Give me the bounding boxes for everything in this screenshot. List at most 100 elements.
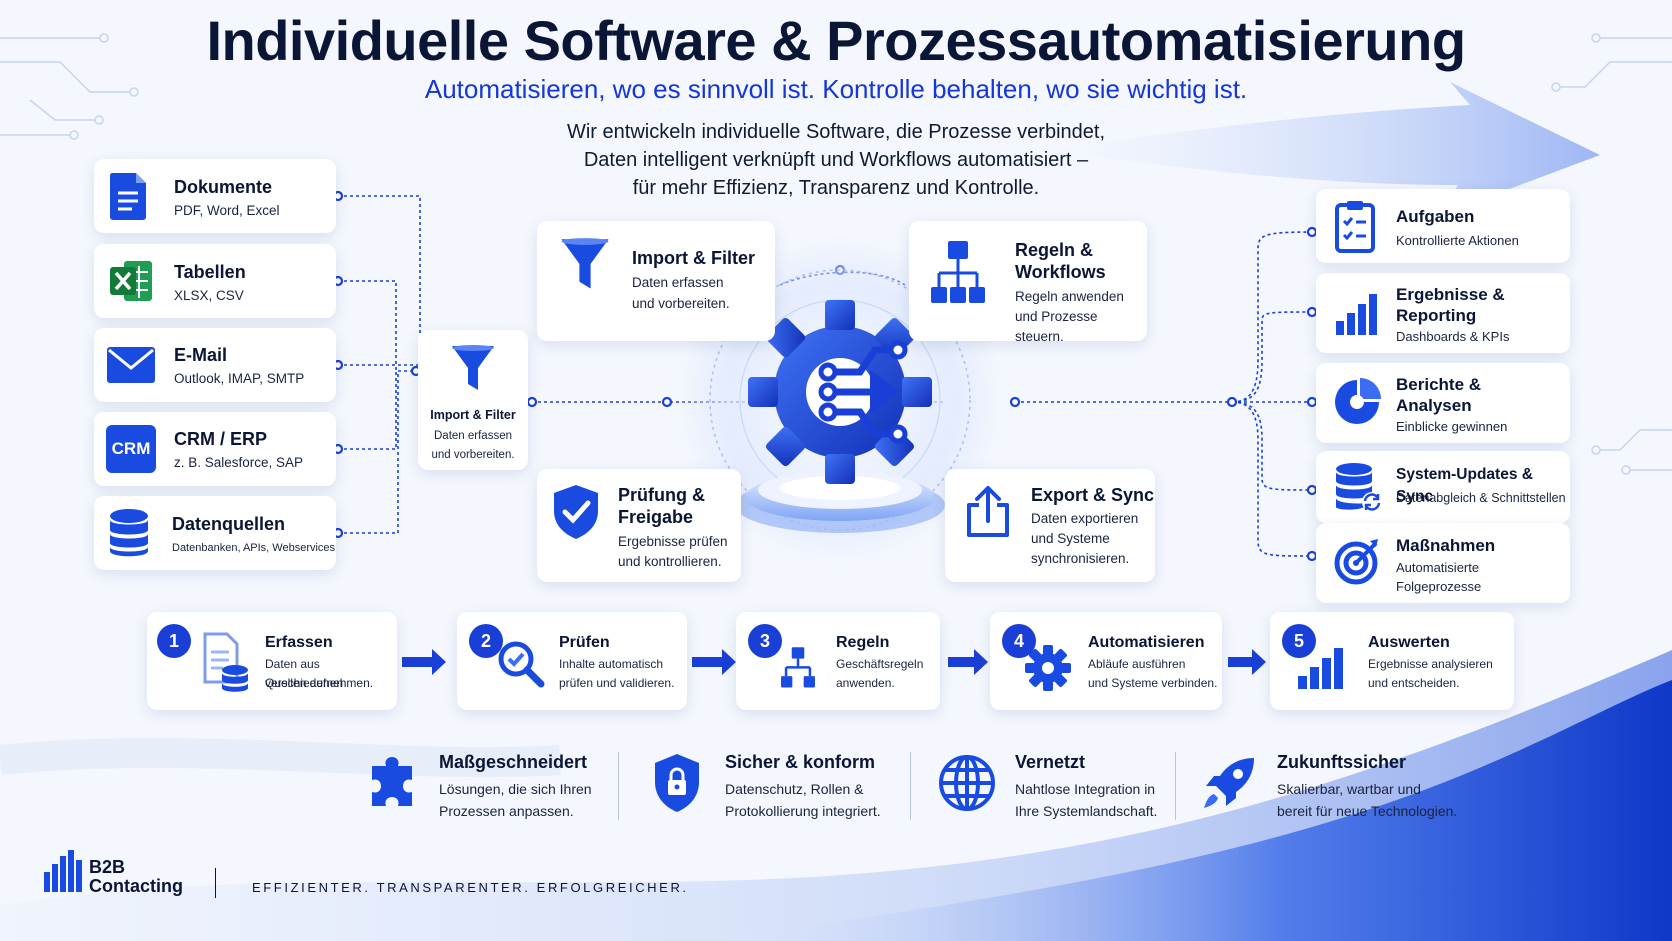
bar-chart-icon <box>1336 294 1377 335</box>
feature-title: Sicher & konform <box>725 752 876 772</box>
center-subtitle-line: und vorbereiten. <box>632 296 730 311</box>
center-card-import-filter: Import & Filter Daten erfassen und vorbe… <box>537 221 775 341</box>
output-card-massnahmen: Maßnahmen Automatisierte Folgeprozesse <box>1316 523 1570 603</box>
center-title-line: Regeln & <box>1015 240 1094 260</box>
checklist-icon <box>1335 201 1375 253</box>
intro-line: Wir entwickeln individuelle Software, di… <box>566 121 1106 143</box>
feature-sicher-konform: Sicher & konform Datenschutz, Rollen & P… <box>652 748 902 828</box>
output-subtitle-line: Einblicke gewinnen <box>1396 419 1508 434</box>
center-card-regeln-workflows: Regeln & Workflows Regeln anwenden und P… <box>909 221 1147 344</box>
pie-chart-icon <box>1335 378 1381 424</box>
filter-icon <box>561 238 609 289</box>
step-card-erfassen: 1 Erfassen Daten aus verschiedenen Quell… <box>147 612 397 710</box>
gear-icon <box>1025 645 1071 691</box>
hub-card-import-filter: Import & Filter Daten erfassen und vorbe… <box>418 330 528 470</box>
center-subtitle-line: Ergebnisse prüfen <box>618 534 728 549</box>
feature-subtitle-line: Nahtlose Integration in <box>1015 781 1156 797</box>
logo-text-line: Contacting <box>89 876 183 896</box>
center-title: Import & Filter <box>632 248 756 268</box>
source-card-tabellen: Tabellen XLSX, CSV <box>94 244 336 318</box>
feature-subtitle-line: Lösungen, die sich Ihren <box>439 781 592 797</box>
logo-bars-icon <box>44 850 82 892</box>
source-subtitle: Outlook, IMAP, SMTP <box>174 371 305 386</box>
feature-massgeschneidert: Maßgeschneidert Lösungen, die sich Ihren… <box>368 748 618 828</box>
source-subtitle: PDF, Word, Excel <box>174 203 280 218</box>
source-card-email: E-Mail Outlook, IMAP, SMTP <box>94 328 336 402</box>
step-subtitle-line: Quellen aufnehmen. <box>265 676 374 690</box>
page-title: Individuelle Software & Prozessautomatis… <box>206 9 1466 72</box>
center-card-export-sync: Export & Sync Daten exportieren und Syst… <box>945 469 1155 582</box>
output-card-berichte-analysen: Berichte & Analysen Einblicke gewinnen <box>1316 363 1570 443</box>
output-title-line: Analysen <box>1396 396 1472 415</box>
page-subtitle: Automatisieren, wo es sinnvoll ist. Kont… <box>424 74 1248 104</box>
step-card-pruefen: 2 Prüfen Inhalte automatisch prüfen und … <box>457 612 687 710</box>
center-subtitle-line: Daten exportieren <box>1031 511 1139 526</box>
step-subtitle-line: und entscheiden. <box>1368 676 1460 690</box>
source-title: CRM / ERP <box>174 429 268 449</box>
step-number-badge: 1 <box>157 624 191 658</box>
workflow-icon <box>931 241 985 303</box>
rocket-icon <box>1204 758 1254 808</box>
globe-icon <box>939 755 995 811</box>
feature-subtitle-line: bereit für neue Technologien. <box>1277 803 1458 819</box>
center-subtitle-line: Regeln anwenden <box>1015 289 1124 304</box>
source-card-dokumente: Dokumente PDF, Word, Excel <box>94 159 336 233</box>
output-card-aufgaben: Aufgaben Kontrollierte Aktionen <box>1316 189 1570 263</box>
source-title: Dokumente <box>174 177 273 197</box>
hub-subtitle-line: und vorbereiten. <box>431 449 515 461</box>
center-card-pruefung-freigabe: Prüfung & Freigabe Ergebnisse prüfen und… <box>537 469 741 582</box>
step-subtitle-line: Abläufe ausführen <box>1088 657 1186 671</box>
step-title: Automatisieren <box>1088 634 1205 651</box>
feature-divider <box>1175 752 1176 820</box>
filter-icon <box>452 345 494 390</box>
intro-line: für mehr Effizienz, Transparenz und Kont… <box>632 177 1040 199</box>
output-subtitle-line: Automatisierte <box>1396 560 1480 575</box>
source-subtitle: XLSX, CSV <box>174 288 244 303</box>
output-subtitle-line: Dashboards & KPIs <box>1396 329 1510 344</box>
crm-icon: CRM <box>106 425 156 473</box>
feature-divider <box>910 752 911 820</box>
bar-chart-icon <box>1298 648 1343 689</box>
feature-subtitle-line: Datenschutz, Rollen & <box>725 781 864 797</box>
step-subtitle-line: Inhalte automatisch <box>559 657 664 671</box>
output-title-line: Berichte & <box>1396 375 1482 394</box>
step-number-badge: 5 <box>1282 624 1316 658</box>
step-title: Erfassen <box>265 634 333 651</box>
output-title-line: Reporting <box>1396 306 1477 325</box>
center-title-line: Freigabe <box>618 507 694 527</box>
output-subtitle-line: Kontrollierte Aktionen <box>1396 233 1519 248</box>
database-icon <box>110 509 148 557</box>
output-card-ergebnisse-reporting: Ergebnisse & Reporting Dashboards & KPIs <box>1316 273 1570 353</box>
footer-slogan: EFFIZIENTER. TRANSPARENTER. ERFOLGREICHE… <box>252 880 689 895</box>
source-title: Tabellen <box>174 262 246 282</box>
center-subtitle-line: Daten erfassen <box>632 275 724 290</box>
intro-text: Wir entwickeln individuelle Software, di… <box>536 118 1136 202</box>
center-subtitle-line: und Systeme <box>1031 531 1110 546</box>
center-title: Export & Sync <box>1031 485 1155 505</box>
output-title-line: Aufgaben <box>1396 207 1475 226</box>
step-subtitle-line: und Systeme verbinden. <box>1088 676 1218 690</box>
workflow-icon <box>781 647 815 688</box>
center-subtitle-line: synchronisieren. <box>1031 551 1130 566</box>
center-title-line: Workflows <box>1015 262 1106 282</box>
center-subtitle-line: und Prozesse steuern. <box>1015 309 1098 344</box>
step-number-badge: 3 <box>748 624 782 658</box>
source-card-datenquellen: Datenquellen Datenbanken, APIs, Webservi… <box>94 496 336 570</box>
document-icon <box>109 173 146 220</box>
step-subtitle-line: Ergebnisse analysieren <box>1368 657 1493 671</box>
source-subtitle: Datenbanken, APIs, Webservices <box>172 542 336 554</box>
step-title: Prüfen <box>559 634 610 651</box>
document-database-icon <box>203 632 248 692</box>
automation-gear-icon <box>748 300 932 484</box>
output-title-line: Ergebnisse & <box>1396 285 1505 304</box>
target-icon <box>1334 539 1378 585</box>
puzzle-icon <box>372 757 412 806</box>
excel-icon <box>110 261 152 301</box>
output-subtitle-line: Folgeprozesse <box>1396 579 1482 594</box>
step-subtitle-line: Daten aus verschiedenen <box>265 657 344 690</box>
database-sync-icon <box>1336 463 1382 512</box>
output-title-line: System-Updates & Sync <box>1396 466 1533 505</box>
source-title: E-Mail <box>174 345 228 365</box>
step-title: Regeln <box>836 634 890 651</box>
